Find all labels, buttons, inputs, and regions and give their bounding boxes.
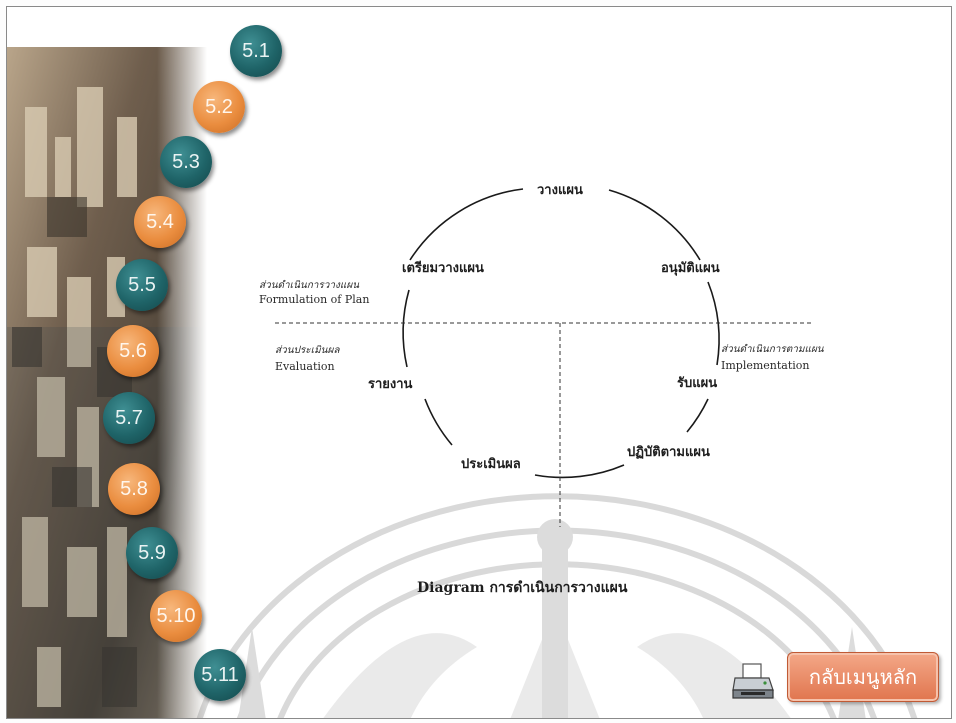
cycle-arc-top-left <box>409 188 524 261</box>
nav-button-5-3[interactable]: 5.3 <box>160 136 212 188</box>
node-implement-plan: ปฏิบัติตามแผน <box>627 445 710 460</box>
node-plan: วางแผน <box>537 183 583 198</box>
node-evaluate: ประเมินผล <box>461 457 521 472</box>
diagram-caption: Diagram การดำเนินการวางแผน <box>417 580 628 596</box>
section-evaluation-thai: ส่วนประเมินผล <box>275 345 340 356</box>
nav-button-5-2[interactable]: 5.2 <box>193 81 245 133</box>
nav-button-5-8[interactable]: 5.8 <box>108 463 160 515</box>
slide-frame: 5.1 5.2 5.3 5.4 5.5 5.6 5.7 5.8 5.9 5.10… <box>6 6 952 719</box>
section-formulation-english: Formulation of Plan <box>259 293 370 306</box>
cycle-arc-right-lower <box>686 398 709 433</box>
node-approve-plan: อนุมัติแผน <box>661 261 720 276</box>
back-to-main-menu-button[interactable]: กลับเมนูหลัก <box>787 652 939 702</box>
nav-button-5-4[interactable]: 5.4 <box>134 196 186 248</box>
nav-button-5-11[interactable]: 5.11 <box>194 649 246 701</box>
section-implementation-english: Implementation <box>721 359 810 372</box>
nav-button-5-7[interactable]: 5.7 <box>103 392 155 444</box>
planning-cycle-diagram <box>275 188 812 527</box>
nav-button-5-6[interactable]: 5.6 <box>107 325 159 377</box>
cycle-arc-top-right <box>608 189 701 261</box>
node-receive-plan: รับแผน <box>677 376 718 391</box>
printer-icon[interactable] <box>731 662 775 702</box>
nav-button-5-9[interactable]: 5.9 <box>126 527 178 579</box>
node-prepare-plan: เตรียมวางแผน <box>402 261 484 276</box>
cycle-arc-left <box>402 289 410 368</box>
cycle-arc-bottom <box>534 464 625 479</box>
section-evaluation-english: Evaluation <box>275 360 335 373</box>
nav-button-5-10[interactable]: 5.10 <box>150 590 202 642</box>
section-implementation-thai: ส่วนดำเนินการตามแผน <box>721 344 824 355</box>
cycle-arc-left-lower <box>424 398 453 446</box>
node-report: รายงาน <box>368 377 413 392</box>
section-formulation-thai: ส่วนดำเนินการวางแผน <box>259 280 360 291</box>
nav-button-5-1[interactable]: 5.1 <box>230 25 282 77</box>
university-emblem-watermark <box>196 493 918 718</box>
nav-button-5-5[interactable]: 5.5 <box>116 259 168 311</box>
